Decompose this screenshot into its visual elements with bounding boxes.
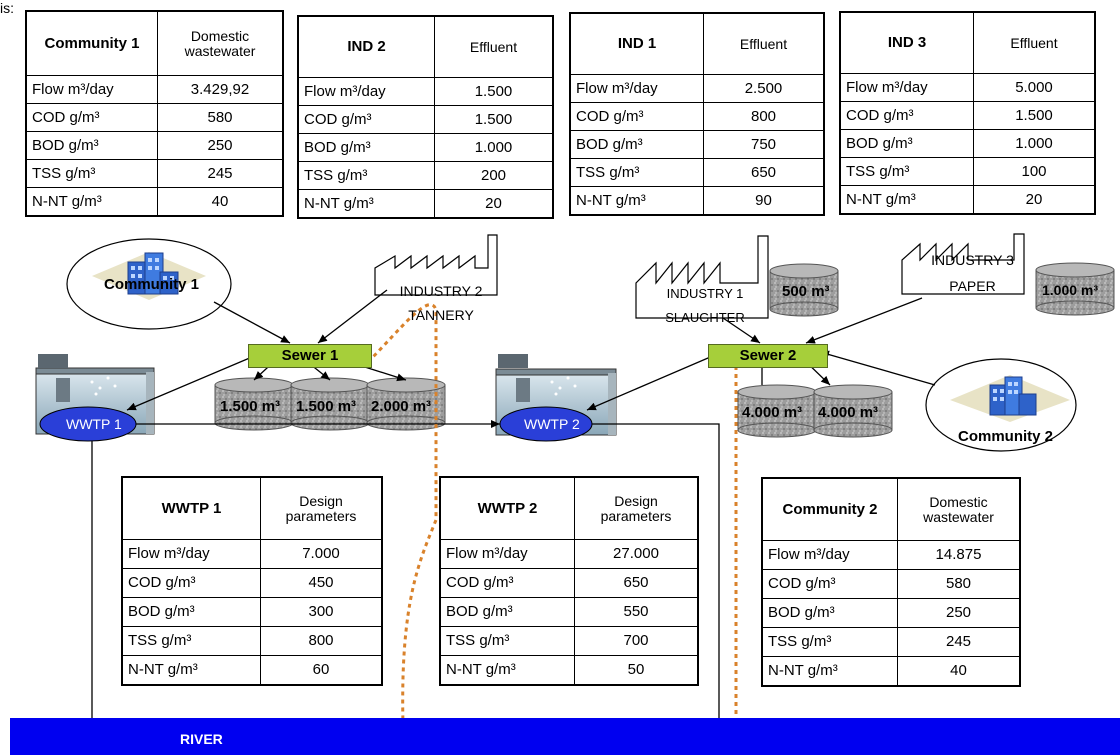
industry2-name: INDUSTRY 2 — [399, 283, 483, 299]
arrow-sewer1-wwtp1 — [126, 356, 253, 411]
industry2-type: TANNERY — [408, 307, 474, 323]
industry3-name: INDUSTRY 3 — [931, 252, 1014, 268]
arrow-community2-sewer2 — [819, 350, 936, 386]
line-wwtp2-river — [592, 423, 723, 730]
community1-node — [66, 238, 232, 330]
industry1-type: SLAUGHTER — [665, 310, 745, 325]
tank-label-1: 1.500 m³ — [220, 398, 281, 415]
tanks-sewer1 — [214, 377, 446, 431]
industry3-type: PAPER — [949, 278, 996, 294]
arrow-community1-sewer1 — [213, 301, 291, 344]
tank-label-ind3: 1.000 m³ — [1042, 282, 1099, 298]
arrow-industry2-sewer1 — [317, 289, 388, 344]
top-text-fragment: is: — [0, 0, 14, 16]
river: RIVER — [10, 718, 1120, 755]
community1-label: Community 1 — [104, 276, 200, 293]
arrow-industry1-sewer2 — [722, 317, 761, 344]
building-icon — [989, 376, 1037, 416]
tank-ind3 — [1035, 262, 1115, 316]
arrow-industry3-sewer2 — [805, 297, 923, 344]
tank-ind1 — [769, 263, 839, 317]
industry3-factory — [901, 233, 1025, 295]
industry2-factory — [374, 234, 498, 296]
building-icon — [127, 252, 179, 295]
arrow-sewer2-wwtp2 — [586, 354, 716, 411]
industry1-label: INDUSTRY 1 SLAUGHTER — [650, 282, 760, 330]
wwtp1-label: WWTP 1 — [66, 416, 122, 432]
industry2-label: INDUSTRY 2 TANNERY — [385, 279, 497, 327]
industry3-label: INDUSTRY 3 PAPER — [925, 247, 1020, 299]
industry1-name: INDUSTRY 1 — [666, 286, 744, 301]
wwtp2-label: WWTP 2 — [524, 416, 580, 432]
tank-label-2: 1.500 m³ — [296, 398, 357, 415]
tank-label-ind1: 500 m³ — [782, 283, 830, 300]
industry1-factory — [635, 235, 769, 319]
bypass-sewer1-river — [366, 303, 438, 725]
tank-label-4: 4.000 m³ — [742, 404, 803, 421]
community2-node — [925, 358, 1077, 452]
community2-label: Community 2 — [958, 428, 1054, 445]
tanks-sewer2 — [737, 384, 893, 438]
sewer2-box: Sewer 2 — [708, 344, 828, 368]
table-title: Community 1 — [26, 11, 158, 76]
sewer1-box: Sewer 1 — [248, 344, 372, 368]
tank-label-5: 4.000 m³ — [818, 404, 879, 421]
tank-label-3: 2.000 m³ — [371, 398, 432, 415]
river-label: RIVER — [180, 731, 223, 747]
